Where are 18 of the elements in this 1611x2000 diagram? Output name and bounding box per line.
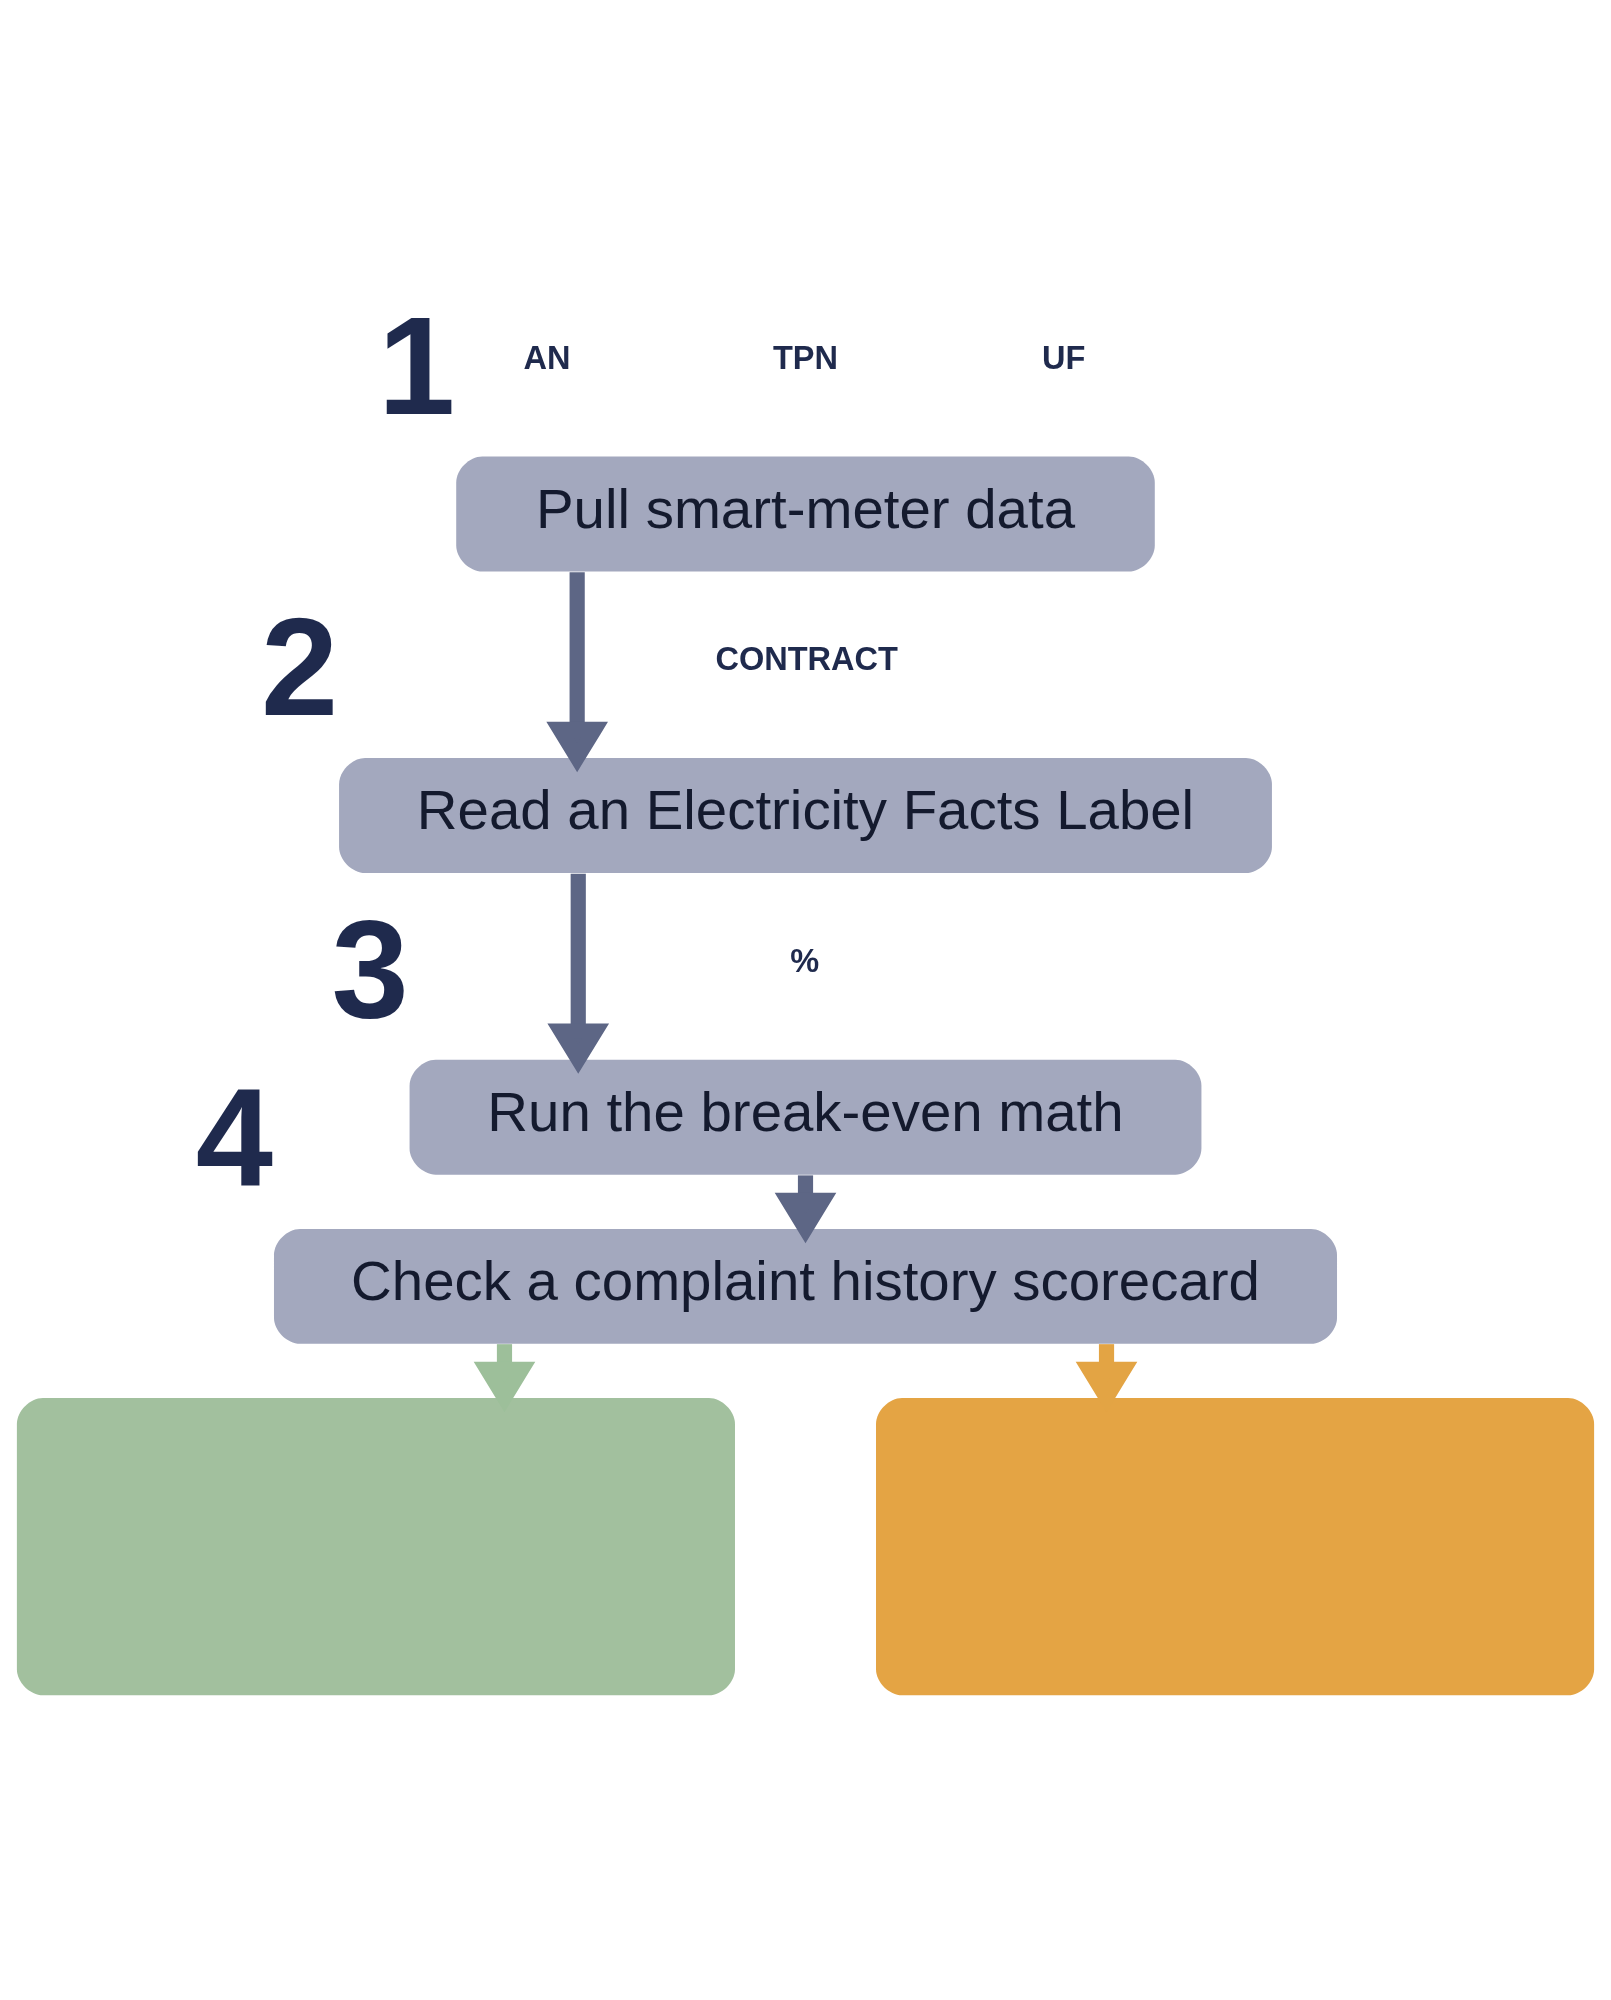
node-box xyxy=(876,1398,1595,1696)
node-label: 1 xyxy=(378,287,456,443)
label: UF xyxy=(1041,339,1086,376)
arrow xyxy=(546,572,608,773)
arrow xyxy=(547,873,610,1074)
label: % xyxy=(790,942,820,979)
node-box: Read an Electricity Facts Label xyxy=(339,758,1272,874)
node-box xyxy=(16,1398,735,1696)
arrow xyxy=(774,1175,837,1244)
label: AN xyxy=(523,339,571,376)
node-box: Run the break-even math xyxy=(409,1059,1202,1175)
label: TPN xyxy=(772,339,839,376)
label: CONTRACT xyxy=(715,641,898,678)
node-label: 2 xyxy=(260,589,339,745)
node-label: 3 xyxy=(331,890,409,1046)
node-label: 4 xyxy=(195,1059,274,1215)
node-box: Pull smart-meter data xyxy=(456,456,1155,572)
node-box: Check a complaint history scorecard xyxy=(273,1228,1338,1344)
